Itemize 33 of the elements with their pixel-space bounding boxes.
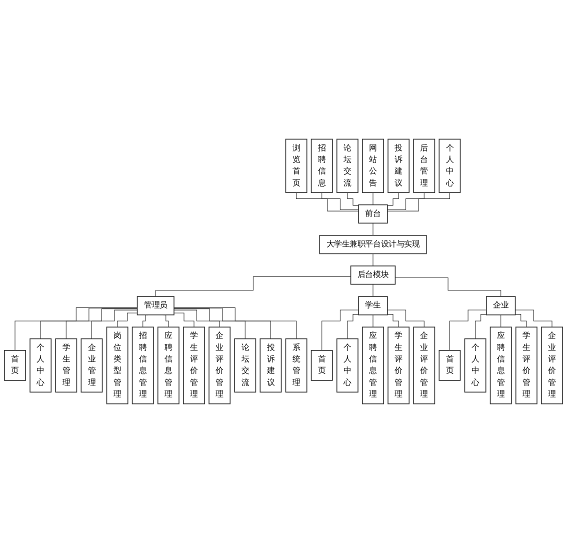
connector [155, 276, 352, 297]
connector [14, 307, 138, 351]
connector [372, 222, 374, 236]
connector [174, 308, 271, 340]
connector [322, 310, 359, 351]
connector [347, 314, 359, 340]
connector [40, 308, 138, 340]
connector [372, 253, 374, 266]
connector [372, 314, 374, 328]
connector [296, 192, 359, 212]
connector [347, 192, 359, 206]
connector [174, 308, 246, 340]
connector [515, 314, 527, 328]
connector [372, 192, 374, 206]
connector [387, 314, 399, 328]
connector [372, 284, 374, 297]
connector [387, 310, 424, 328]
connector [387, 192, 424, 210]
connector [500, 314, 502, 328]
connector [387, 192, 399, 206]
connector [449, 310, 487, 351]
connector [174, 310, 220, 328]
connector [475, 314, 487, 340]
connector [174, 312, 194, 328]
connector [515, 310, 552, 328]
connector [394, 278, 502, 297]
connector [117, 312, 138, 328]
connector [174, 307, 297, 340]
connector [66, 308, 138, 340]
connector [387, 192, 450, 212]
connector [163, 314, 169, 328]
connector [322, 192, 359, 210]
connector [91, 310, 138, 340]
